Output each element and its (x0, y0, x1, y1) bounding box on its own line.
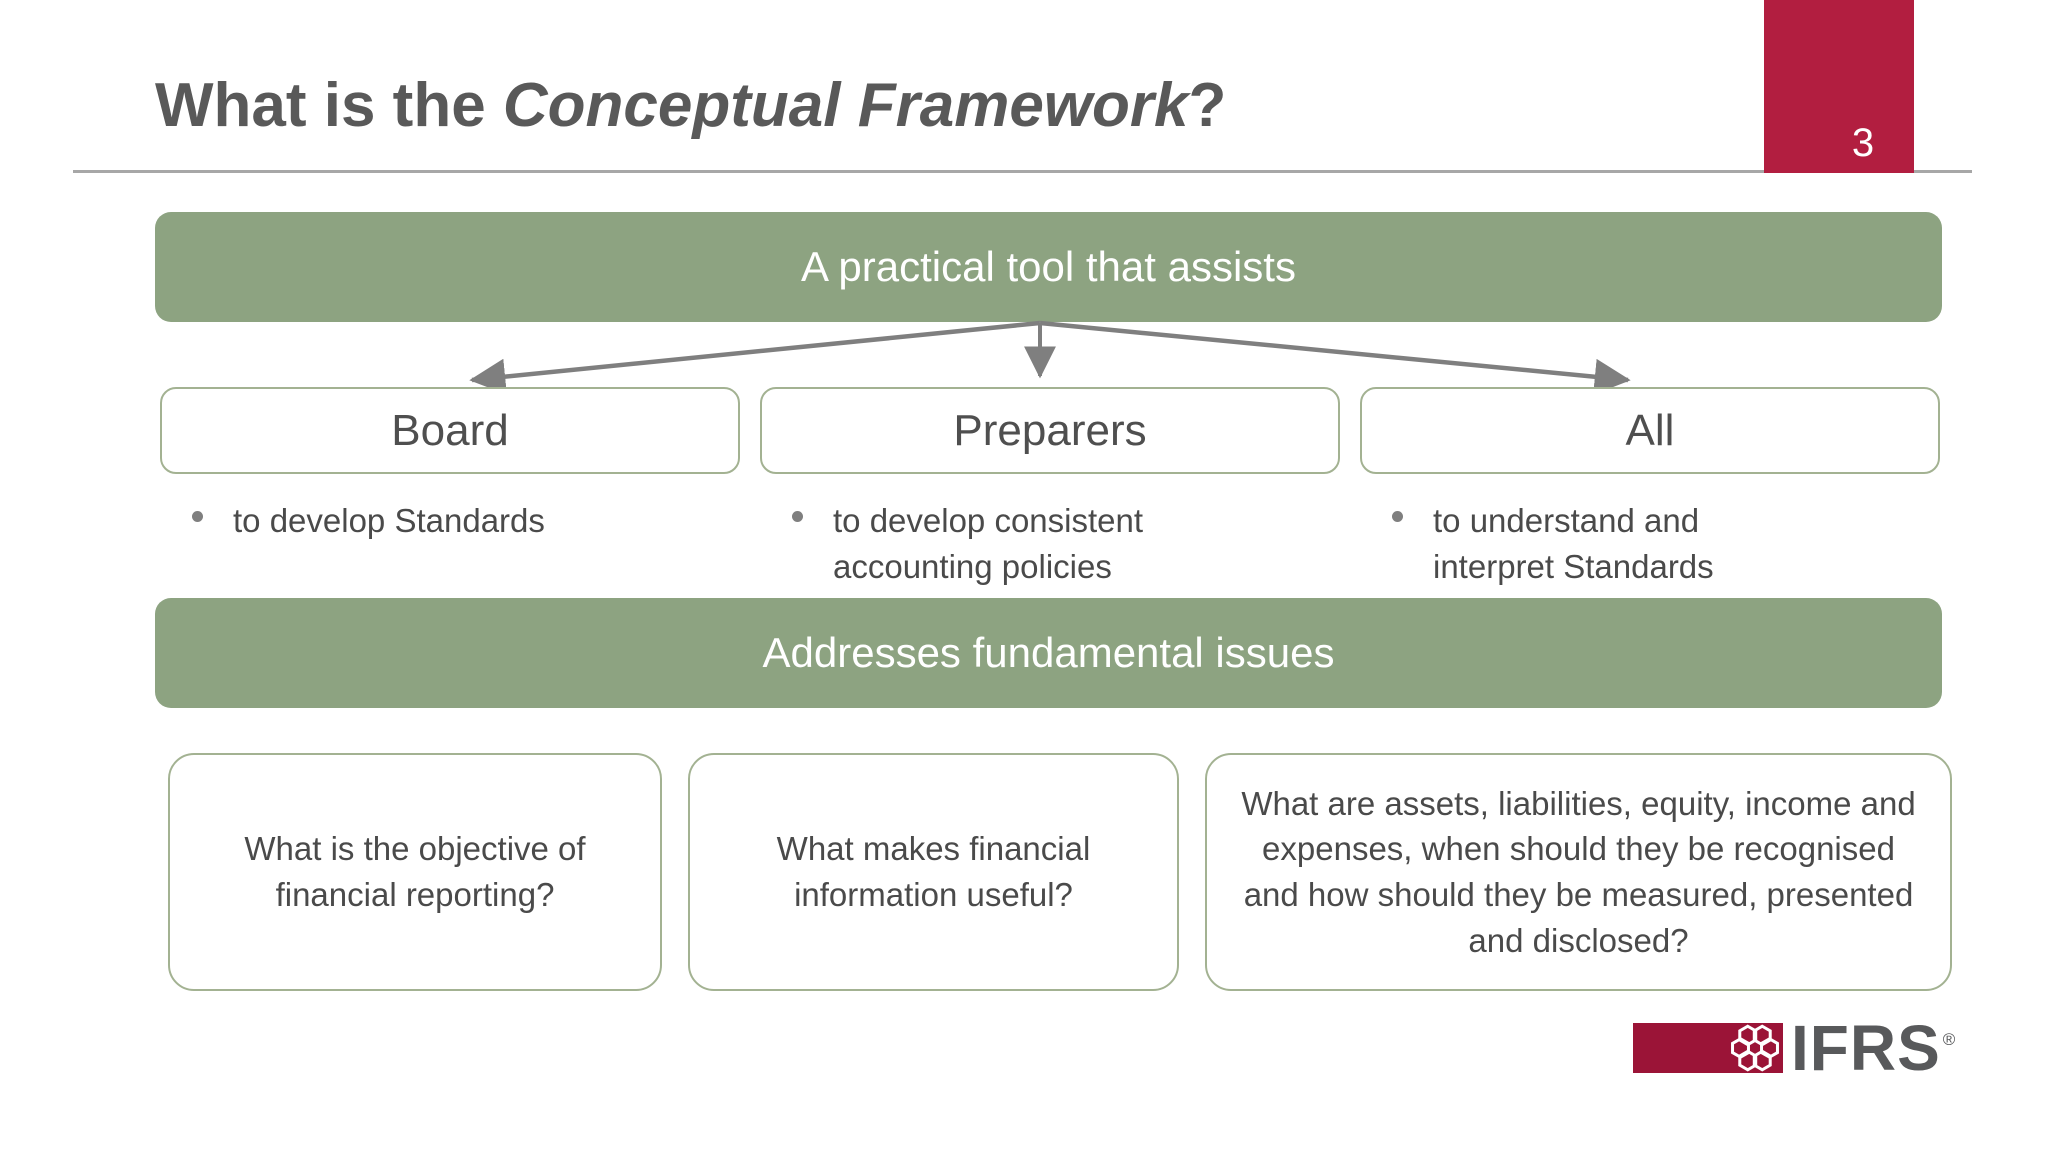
ifrs-wordmark-text: IFRS (1791, 1012, 1941, 1084)
slide-title-prefix: What is the (155, 71, 503, 140)
audience-box-all: All (1360, 387, 1940, 474)
ifrs-logo: IFRS® (1633, 1012, 1956, 1084)
connector-arrows (469, 320, 1631, 390)
slide-title-suffix: ? (1188, 71, 1227, 140)
bullet-preparers: to develop consistent accounting policie… (760, 498, 1340, 589)
bullet-all-text: to understand and interpret Standards (1433, 502, 1714, 585)
audience-box-preparers: Preparers (760, 387, 1340, 474)
banner-fundamental-issues-label: Addresses fundamental issues (762, 629, 1335, 676)
ifrs-wordmark: IFRS® (1791, 1012, 1956, 1084)
bullet-all: to understand and interpret Standards (1360, 498, 1940, 589)
bullet-board: to develop Standards (160, 498, 740, 544)
audience-column-preparers: Preparers to develop consistent accounti… (760, 387, 1340, 589)
slide-title: What is the Conceptual Framework? (155, 70, 1226, 141)
bullet-board-text: to develop Standards (233, 502, 545, 539)
page-number-tab: 3 (1764, 0, 1914, 173)
question-elements-text: What are assets, liabilities, equity, in… (1241, 784, 1916, 959)
banner-practical-tool: A practical tool that assists (155, 212, 1942, 322)
audience-box-all-label: All (1625, 405, 1675, 455)
audience-column-board: Board to develop Standards (160, 387, 740, 544)
registered-mark: ® (1942, 1030, 1957, 1049)
question-box-elements: What are assets, liabilities, equity, in… (1205, 753, 1952, 991)
bullet-preparers-text: to develop consistent accounting policie… (833, 502, 1144, 585)
arrow-to-board (469, 320, 1041, 390)
slide-title-emphasis: Conceptual Framework (502, 71, 1189, 140)
page-number: 3 (1851, 121, 1875, 165)
audience-column-all: All to understand and interpret Standard… (1360, 387, 1940, 589)
title-divider-line (73, 170, 1972, 173)
question-box-useful-info: What makes financial information useful? (688, 753, 1179, 991)
ifrs-logo-flag (1633, 1023, 1783, 1073)
question-objective-text: What is the objective of financial repor… (244, 830, 586, 913)
question-useful-info-text: What makes financial information useful? (776, 830, 1091, 913)
audience-box-board: Board (160, 387, 740, 474)
banner-fundamental-issues: Addresses fundamental issues (155, 598, 1942, 708)
audience-box-board-label: Board (391, 405, 509, 455)
bullet-dot-icon (792, 511, 803, 522)
ifrs-hexagon-icon (1731, 1024, 1779, 1072)
arrow-to-all (1039, 320, 1631, 390)
audience-box-preparers-label: Preparers (953, 405, 1147, 455)
bullet-dot-icon (192, 511, 203, 522)
question-box-objective: What is the objective of financial repor… (168, 753, 662, 991)
banner-practical-tool-label: A practical tool that assists (801, 243, 1296, 290)
bullet-dot-icon (1392, 511, 1403, 522)
